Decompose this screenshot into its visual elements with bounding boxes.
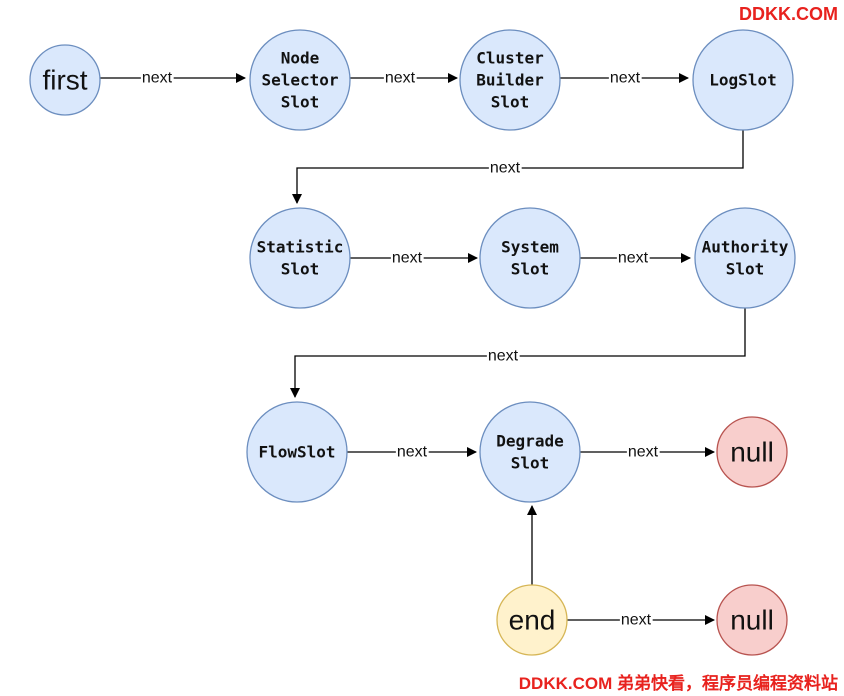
node-label: first — [42, 65, 87, 96]
node-label: Slot — [281, 93, 320, 112]
watermark-top: DDKK.COM — [739, 4, 838, 24]
edge-authority_slot-to-flow_slot: next — [290, 308, 746, 398]
node-circle — [716, 416, 788, 488]
node-label: Slot — [726, 260, 765, 279]
node-label: Degrade — [496, 432, 563, 451]
node-circle — [694, 207, 796, 309]
edge-flow_slot-to-degrade_slot: next — [347, 443, 477, 461]
edge-log_slot-to-statistic_slot: next — [292, 130, 744, 204]
edge-label: next — [618, 250, 649, 267]
edge-label-background — [488, 159, 522, 177]
node-circle — [459, 29, 561, 131]
node-label: Authority — [702, 238, 789, 257]
edge-label: next — [488, 348, 519, 365]
node-label: FlowSlot — [258, 443, 335, 462]
node-circle — [249, 207, 351, 309]
node-end: end — [496, 584, 568, 656]
edge-label-background — [486, 347, 520, 365]
edge-label-background — [383, 69, 417, 87]
edge-label-background — [626, 443, 660, 461]
node-label: null — [730, 605, 774, 636]
edge-label-background — [395, 443, 429, 461]
node-label: Slot — [281, 260, 320, 279]
node-circle — [479, 401, 581, 503]
edge-label-background — [619, 611, 653, 629]
node-null-2: null — [716, 584, 788, 656]
edge-cluster_builder_slot-to-log_slot: next — [560, 69, 689, 87]
edge-first-to-node_selector_slot: next — [100, 69, 246, 87]
node-null-1: null — [716, 416, 788, 488]
node-label: Selector — [261, 71, 338, 90]
node-label: Slot — [511, 454, 550, 473]
node-label: System — [501, 238, 559, 257]
watermark-bottom: DDKK.COM 弟弟快看，程序员编程资料站 — [518, 674, 838, 693]
node-label: LogSlot — [709, 71, 776, 90]
edge-label: next — [142, 70, 173, 87]
edge-node_selector_slot-to-cluster_builder_slot: next — [350, 69, 458, 87]
node-circle — [29, 44, 101, 116]
node-label: Slot — [511, 260, 550, 279]
edge-statistic_slot-to-system_slot: next — [350, 249, 478, 267]
node-label: null — [730, 437, 774, 468]
edge-label: next — [490, 160, 521, 177]
edge-label: next — [628, 444, 659, 461]
edge-label-background — [140, 69, 174, 87]
node-label: Builder — [476, 71, 543, 90]
node-first: first — [29, 44, 101, 116]
node-label: Node — [281, 49, 320, 68]
node-label: Cluster — [476, 49, 543, 68]
edge-label: next — [385, 70, 416, 87]
node-circle — [692, 29, 794, 131]
node-circle — [246, 401, 348, 503]
edge-label: next — [621, 612, 652, 629]
edge-degrade_slot-to-null_1: next — [580, 443, 715, 461]
node-circle — [716, 584, 788, 656]
edge-label: next — [397, 444, 428, 461]
node-label: end — [509, 605, 556, 636]
node-circle — [479, 207, 581, 309]
edge-label: next — [392, 250, 423, 267]
edge-label-background — [608, 69, 642, 87]
edge-end-to-null_2: next — [567, 611, 715, 629]
node-circle — [496, 584, 568, 656]
node-label: Statistic — [257, 238, 344, 257]
edge-label: next — [610, 70, 641, 87]
edge-line — [290, 308, 746, 398]
node-log-slot: LogSlot — [692, 29, 794, 131]
edge-system_slot-to-authority_slot: next — [580, 249, 691, 267]
node-flow-slot: FlowSlot — [246, 401, 348, 503]
node-circle — [249, 29, 351, 131]
node-label: Slot — [491, 93, 530, 112]
edge-label-background — [390, 249, 424, 267]
edge-label-background — [616, 249, 650, 267]
